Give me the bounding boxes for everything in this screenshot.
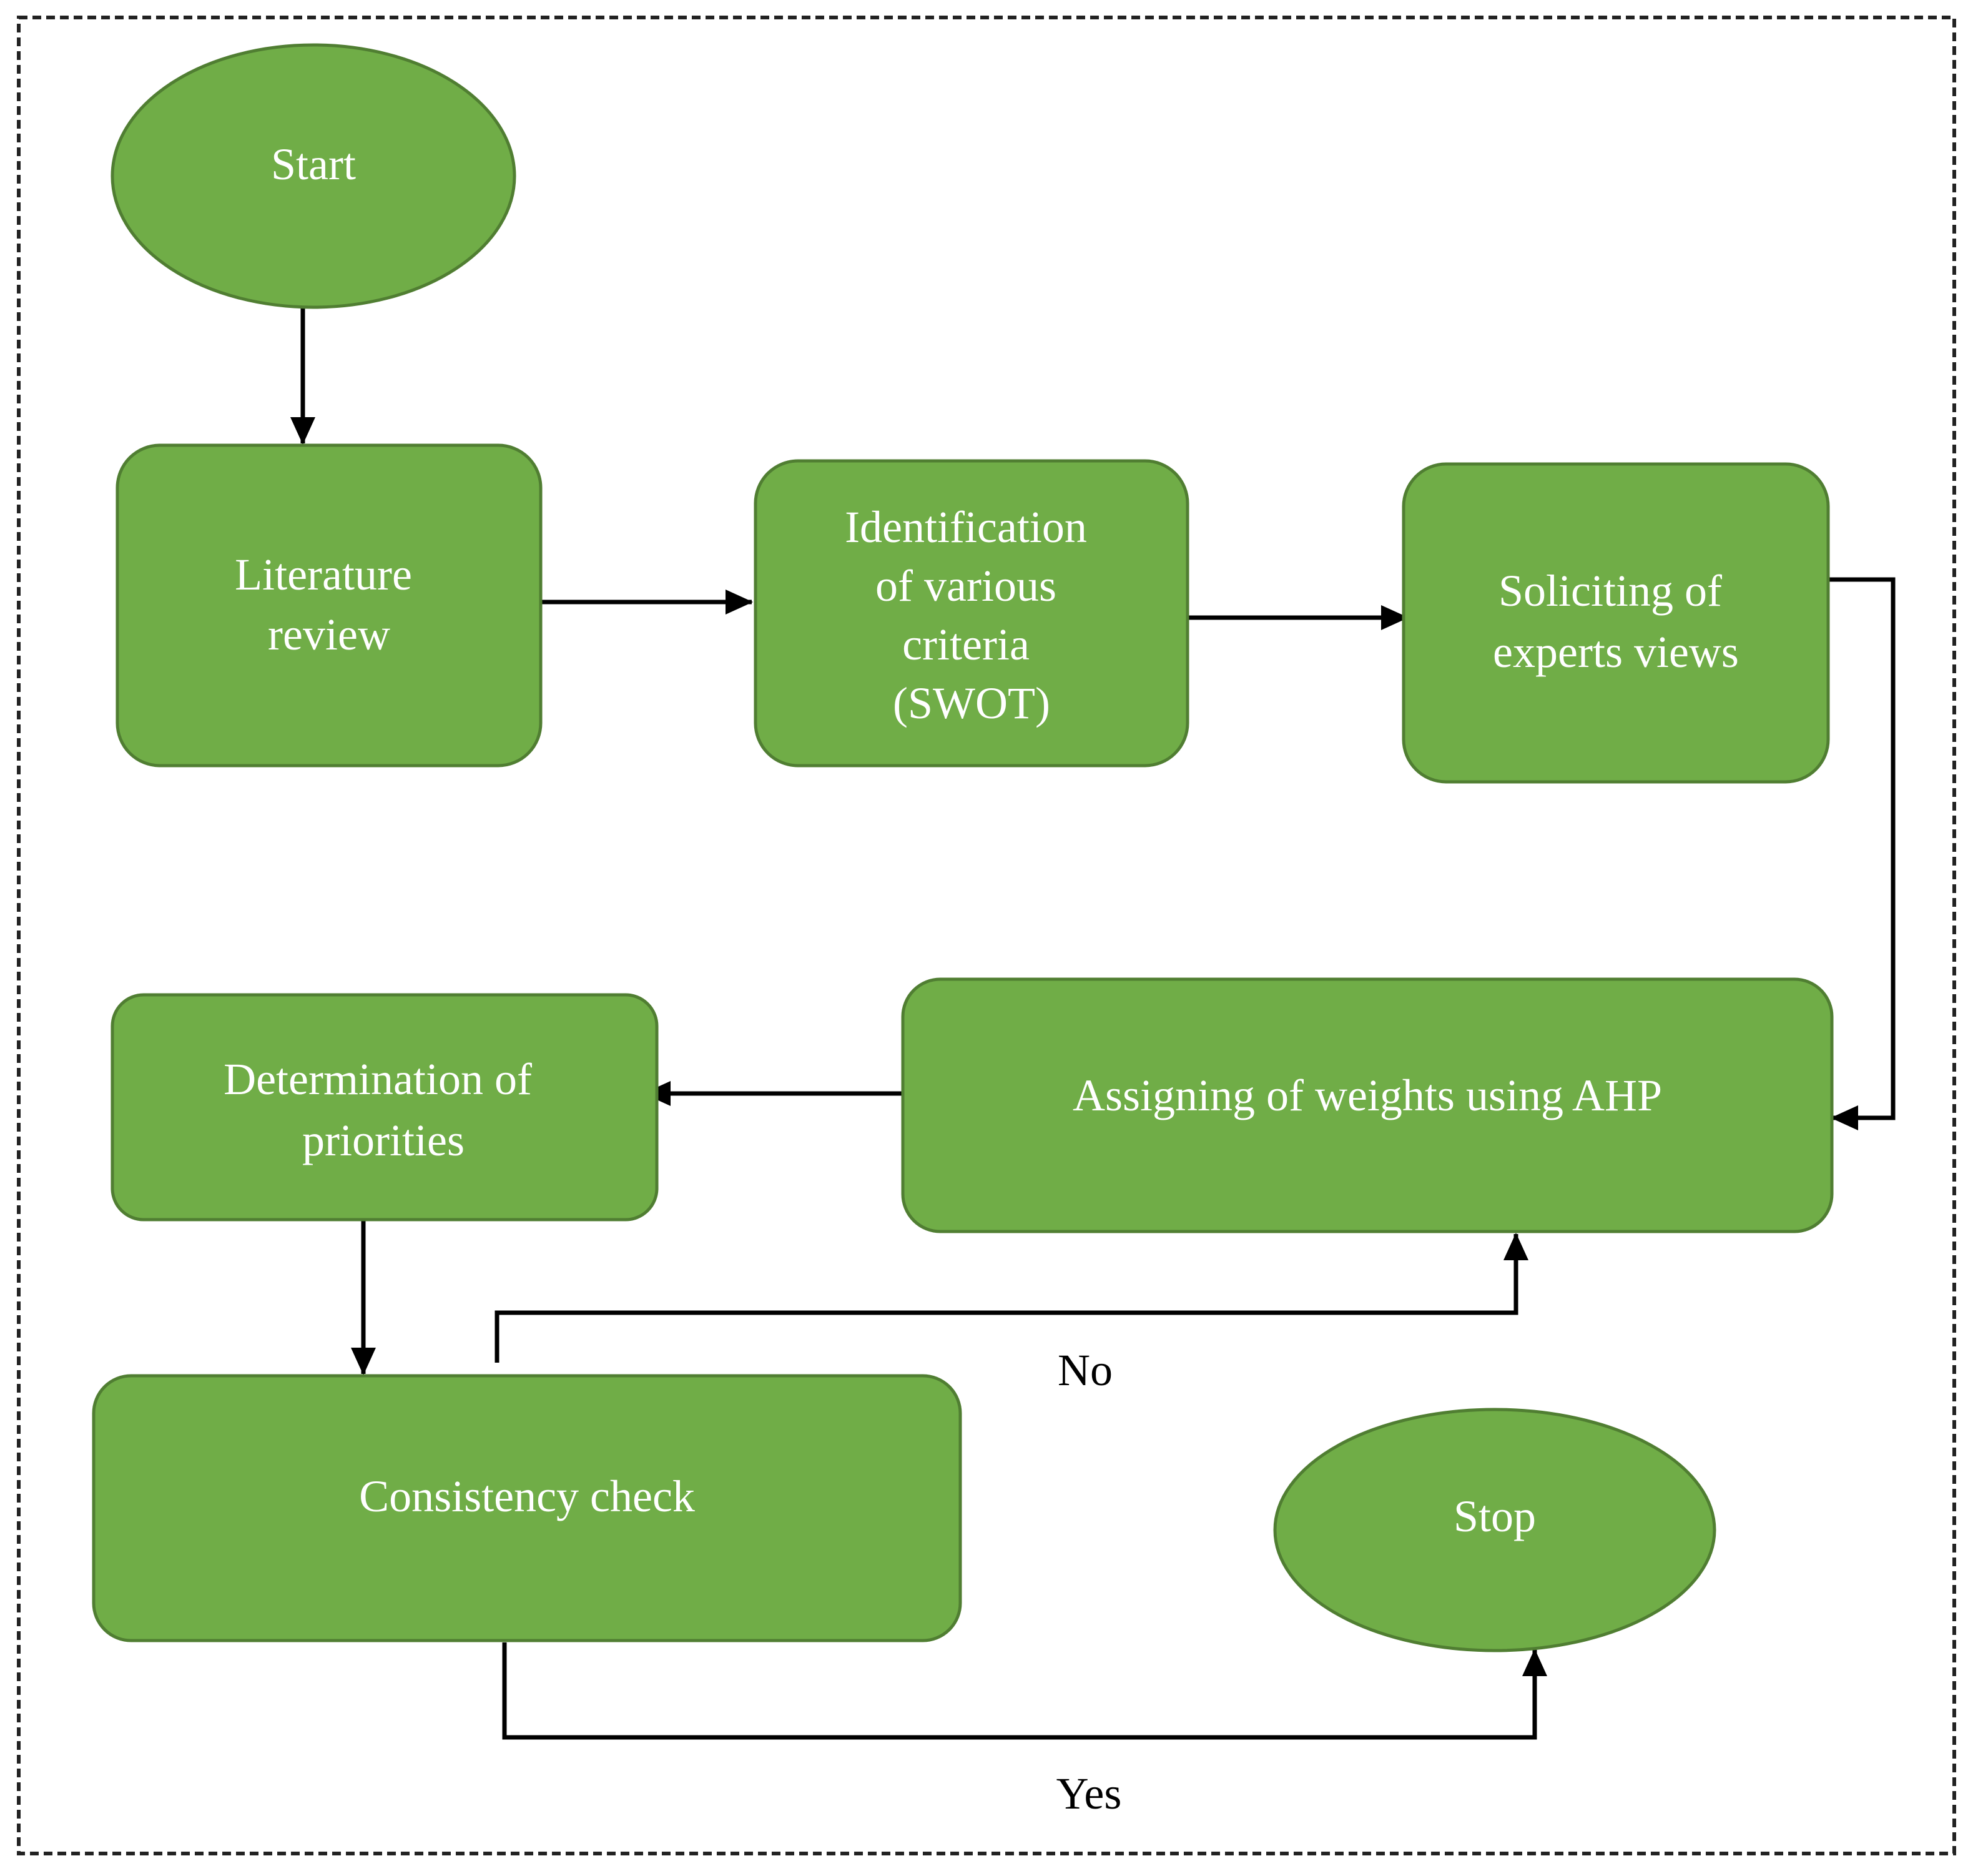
node-consistency: Consistency check <box>92 1374 962 1642</box>
node-determination-line-2: priorities <box>302 1115 465 1165</box>
node-stop: Stop <box>1273 1408 1716 1652</box>
node-consistency-label: Consistency check <box>359 1471 695 1521</box>
edge-soliciting-to-assigning <box>1828 577 1896 1130</box>
node-identification-line-2: of various <box>875 561 1056 611</box>
node-determination: Determination of priorities <box>111 993 659 1222</box>
node-assigning-line-1: Assigning of weights using AHP <box>1073 1070 1662 1120</box>
node-assigning-label: Assigning of weights using AHP <box>1073 1070 1662 1120</box>
node-literature-review-line-2: review <box>268 610 390 659</box>
edge-consistency-to-assigning-no: No <box>494 1233 1528 1395</box>
node-start-line-1: Start <box>271 139 356 189</box>
node-determination-label: Determination of priorities <box>224 1054 543 1165</box>
node-identification-label: Identification of various criteria (SWOT… <box>845 502 1098 728</box>
node-identification: Identification of various criteria (SWOT… <box>754 459 1189 768</box>
node-consistency-line-1: Consistency check <box>359 1471 695 1521</box>
edge-consistency-to-stop-yes: Yes <box>502 1642 1547 1819</box>
node-stop-label: Stop <box>1454 1491 1536 1541</box>
node-identification-line-4: (SWOT) <box>893 678 1050 728</box>
node-identification-line-3: criteria <box>902 620 1030 669</box>
edge-label-no: No <box>1058 1345 1113 1395</box>
node-literature-review: Literature review <box>116 443 543 768</box>
node-soliciting-line-2: experts views <box>1493 627 1739 677</box>
node-soliciting-line-1: Soliciting of <box>1498 566 1722 616</box>
edge-label-yes: Yes <box>1056 1769 1122 1819</box>
node-start-label: Start <box>271 139 356 189</box>
node-soliciting-label: Soliciting of experts views <box>1493 566 1739 677</box>
node-determination-line-1: Determination of <box>224 1054 532 1104</box>
node-stop-line-1: Stop <box>1454 1491 1536 1541</box>
node-soliciting: Soliciting of experts views <box>1402 462 1830 784</box>
node-start: Start <box>111 43 516 309</box>
node-identification-line-1: Identification <box>845 502 1087 552</box>
node-literature-review-line-1: Literature <box>235 550 412 600</box>
node-literature-review-label: Literature review <box>235 550 423 659</box>
node-assigning: Assigning of weights using AHP <box>901 977 1834 1233</box>
diagram-frame <box>17 16 1956 1855</box>
